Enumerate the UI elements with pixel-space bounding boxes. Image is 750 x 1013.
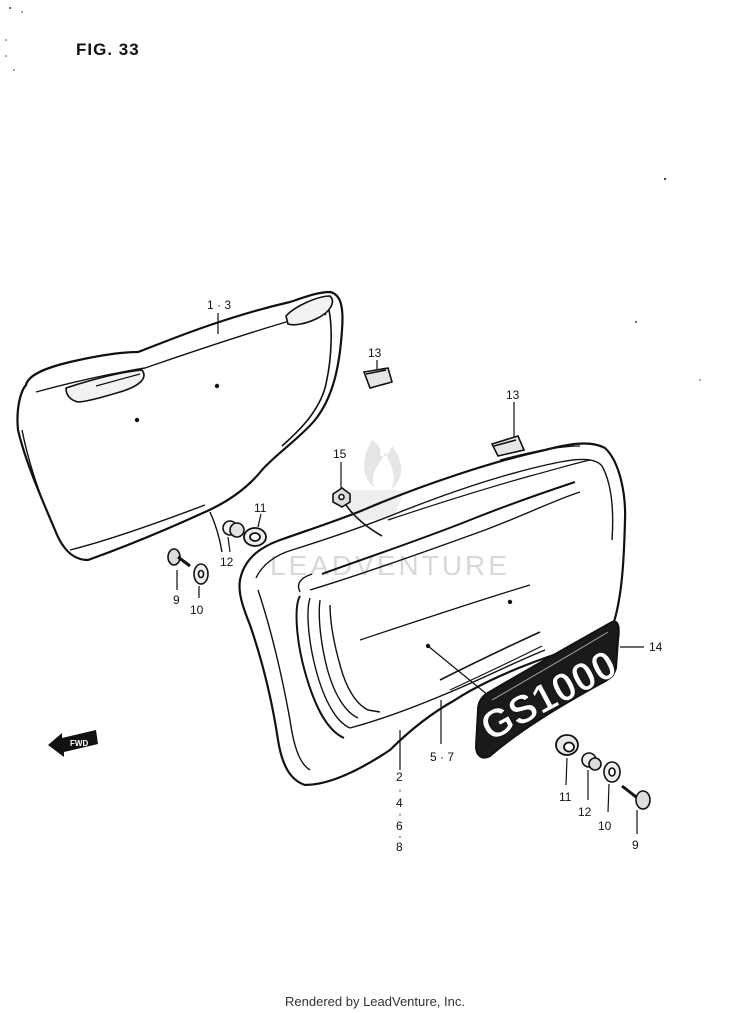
callout-right-cover-1: 2 xyxy=(396,770,403,784)
figure-title: FIG. 33 xyxy=(76,40,140,59)
watermark-text: LEADVENTURE xyxy=(270,550,510,581)
nut-15 xyxy=(332,487,351,508)
callout-right-cushion: 12 xyxy=(578,805,592,819)
scan-specks xyxy=(5,7,701,381)
callout-left-cover: 1 · 3 xyxy=(207,298,231,312)
callout-left-cushion: 12 xyxy=(220,555,234,569)
right-grommet xyxy=(555,734,579,756)
callout-left-screw: 9 xyxy=(173,593,180,607)
callout-right-grommet: 11 xyxy=(559,790,572,804)
callout-right-cover-sep-2: · xyxy=(398,807,402,821)
callout-left-washer: 10 xyxy=(190,603,204,617)
callout-right-screw: 9 xyxy=(632,838,639,852)
clip-left xyxy=(362,367,393,389)
callout-left-grommet: 11 xyxy=(254,501,267,515)
right-screw xyxy=(621,784,651,810)
callout-right-cover-2: 4 xyxy=(396,796,403,810)
callout-right-cover-sep-3: · xyxy=(398,829,402,843)
forward-arrow: FWD xyxy=(48,730,98,757)
gs1000-emblem: GS1000 xyxy=(473,620,624,759)
callout-nut: 15 xyxy=(333,447,347,461)
callout-right-washer: 10 xyxy=(598,819,612,833)
left-washer xyxy=(193,563,209,585)
right-side-cover xyxy=(238,442,627,787)
clip-right xyxy=(490,435,526,457)
callout-right-cover-sep-1: · xyxy=(398,783,402,797)
callout-emblem: 14 xyxy=(649,640,663,654)
callout-clip-left: 13 xyxy=(368,346,382,360)
left-grommet xyxy=(243,527,267,547)
left-screw xyxy=(167,548,191,568)
watermark-logo xyxy=(340,440,405,520)
callout-clip-right: 13 xyxy=(506,388,520,402)
callout-right-cover: 2 · 4 · 6 · 8 xyxy=(396,770,403,854)
callout-stripe: 5 · 7 xyxy=(430,750,454,764)
footer-credit: Rendered by LeadVenture, Inc. xyxy=(285,994,465,1009)
left-cushion xyxy=(222,520,245,538)
forward-arrow-label: FWD xyxy=(70,739,88,748)
left-side-cover xyxy=(16,290,344,562)
right-washer xyxy=(603,761,621,783)
callout-right-cover-3: 6 xyxy=(396,819,403,833)
callout-right-cover-4: 8 xyxy=(396,840,403,854)
right-cushion xyxy=(581,752,602,771)
